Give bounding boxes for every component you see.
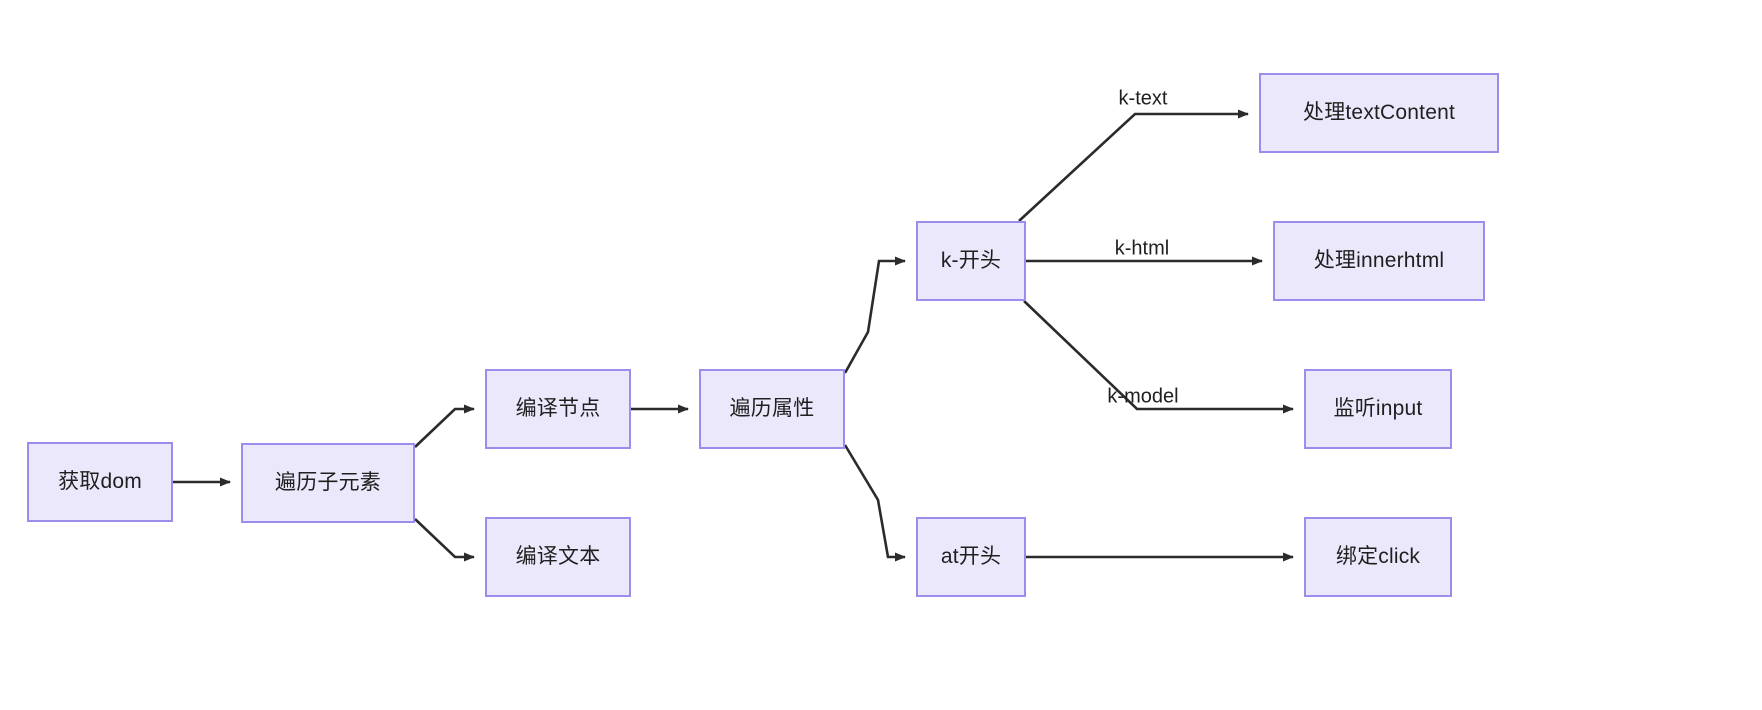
node-label: 遍历子元素 [275,471,381,495]
node-label: 处理innerhtml [1313,249,1445,273]
node-compile-node[interactable]: 编译节点 [485,369,631,449]
edge-label-e9: k-model [1107,385,1179,408]
node-get-dom[interactable]: 获取dom [27,442,173,522]
edge-e2 [414,404,475,448]
node-label: 绑定click [1335,545,1421,569]
node-label: 遍历属性 [729,397,815,421]
node-k-prefix[interactable]: k-开头 [916,221,1026,301]
edge-paths [173,109,1294,562]
node-label: 处理textContent [1303,101,1455,125]
node-iterate-children[interactable]: 遍历子元素 [241,443,415,523]
node-listen-input[interactable]: 监听input [1304,369,1452,449]
node-handle-innerhtml[interactable]: 处理innerhtml [1273,221,1485,301]
node-label: 编译节点 [515,397,601,421]
edge-e7 [1018,109,1249,222]
node-label: k-开头 [940,249,1002,273]
node-label: 获取dom [58,470,142,494]
node-handle-textcontent[interactable]: 处理textContent [1259,73,1499,153]
edge-label-e8: k-html [1114,237,1170,260]
edge-e6 [843,444,906,562]
node-at-prefix[interactable]: at开头 [916,517,1026,597]
node-iterate-attrs[interactable]: 遍历属性 [699,369,845,449]
edge-e3 [414,518,475,562]
edge-e9 [1023,300,1294,414]
node-label: 编译文本 [515,545,601,569]
node-compile-text[interactable]: 编译文本 [485,517,631,597]
node-label: at开头 [940,545,1002,569]
node-label: 监听input [1333,397,1423,421]
node-bind-click[interactable]: 绑定click [1304,517,1452,597]
edge-label-e7: k-text [1118,87,1168,110]
edge-e5 [843,256,906,374]
